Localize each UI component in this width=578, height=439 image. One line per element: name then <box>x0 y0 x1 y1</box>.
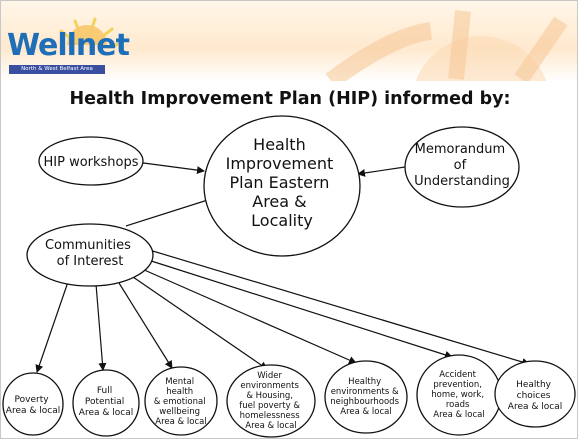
node-healthy-env-ellipse <box>324 360 408 434</box>
node-wider-env-ellipse <box>226 364 316 438</box>
wellnet-logo: Wellnet North & West Belfast Area <box>7 29 130 81</box>
node-mental-health-ellipse <box>144 366 218 436</box>
node-healthy-choices-ellipse <box>494 360 576 428</box>
logo-area-strip: North & West Belfast Area <box>9 65 105 74</box>
node-center-ellipse <box>203 115 361 257</box>
node-wider-env-label: Wider environments & Housing, fuel pover… <box>239 371 302 431</box>
connector-to-healthy-choices <box>145 248 530 366</box>
node-memorandum-ellipse <box>404 126 520 208</box>
node-poverty-ellipse <box>2 372 64 436</box>
connector-memorandum-center <box>357 166 406 177</box>
node-workshops-ellipse <box>38 136 144 186</box>
node-mental-health-label: Mental health & emotional wellbeing Area… <box>154 377 209 427</box>
sun-decoration <box>59 10 568 81</box>
connector-to-healthy-env <box>141 268 357 364</box>
connector-to-mental-health <box>118 282 173 369</box>
connector-to-accident <box>144 258 453 359</box>
node-center-label: Health Improvement Plan Eastern Area & L… <box>226 135 339 230</box>
node-healthy-choices-label: Healthy choices Area & local <box>508 380 562 412</box>
node-accident-label: Accident prevention, home, work, roads A… <box>431 370 486 420</box>
node-communities-ellipse <box>26 223 154 287</box>
node-workshops-label: HIP workshops <box>43 155 138 170</box>
node-poverty-label: Poverty Area & local <box>6 395 60 416</box>
node-memorandum-label: Memorandum of Understanding <box>414 142 510 189</box>
connector-to-full-potential <box>95 283 107 371</box>
connector-communities-center <box>125 196 215 227</box>
node-communities-label: Communities of Interest <box>45 238 135 269</box>
page-title: Health Improvement Plan (HIP) informed b… <box>69 89 511 109</box>
node-full-potential-label: Full Potential Area & local <box>79 386 133 418</box>
node-full-potential-ellipse <box>72 369 140 437</box>
connector-to-poverty <box>35 278 70 373</box>
node-healthy-env-label: Healthy environments & neighbourhoods Ar… <box>330 377 401 417</box>
connector-workshops-center <box>135 158 205 175</box>
logo-word: Wellnet <box>7 28 130 63</box>
connector-to-wider-env <box>132 276 268 370</box>
